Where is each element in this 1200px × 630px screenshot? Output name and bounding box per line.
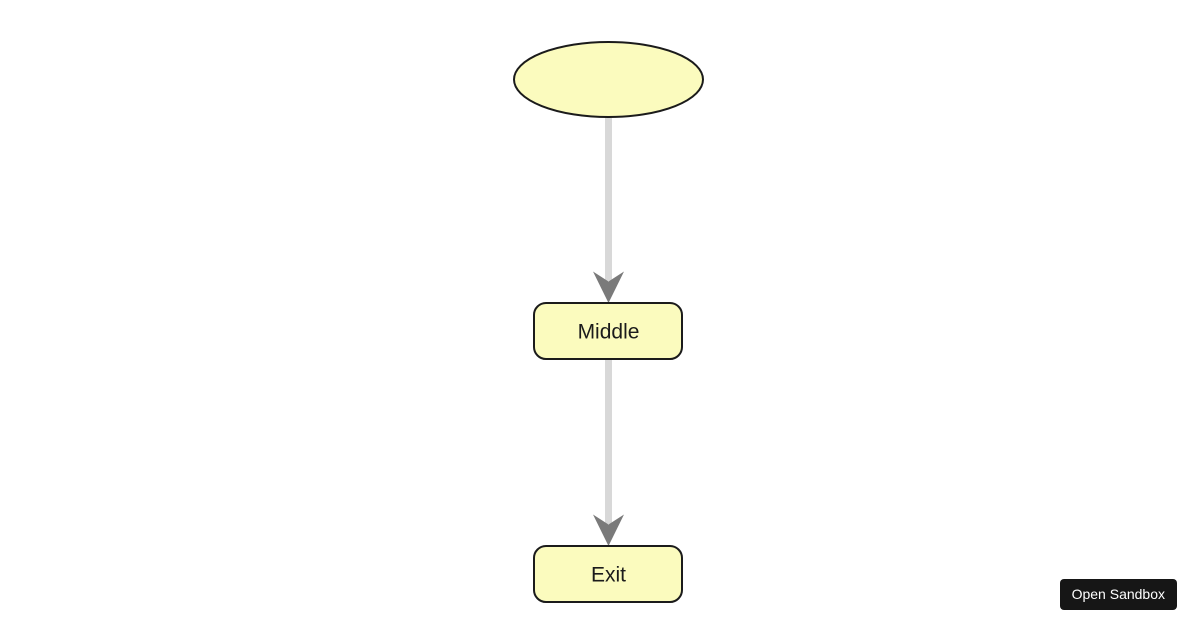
edge-start-to-middle-arrowhead-icon [593,271,624,303]
open-sandbox-button[interactable]: Open Sandbox [1059,579,1177,610]
exit-node[interactable] [533,545,683,603]
open-sandbox-button-label: Open Sandbox [1071,586,1165,602]
exit-node-label: Exit [591,564,626,587]
edge-middle-to-exit-arrowhead-icon [593,514,624,546]
middle-node[interactable] [533,302,683,360]
middle-node-label: Middle [578,321,640,344]
start-node[interactable] [513,41,704,118]
